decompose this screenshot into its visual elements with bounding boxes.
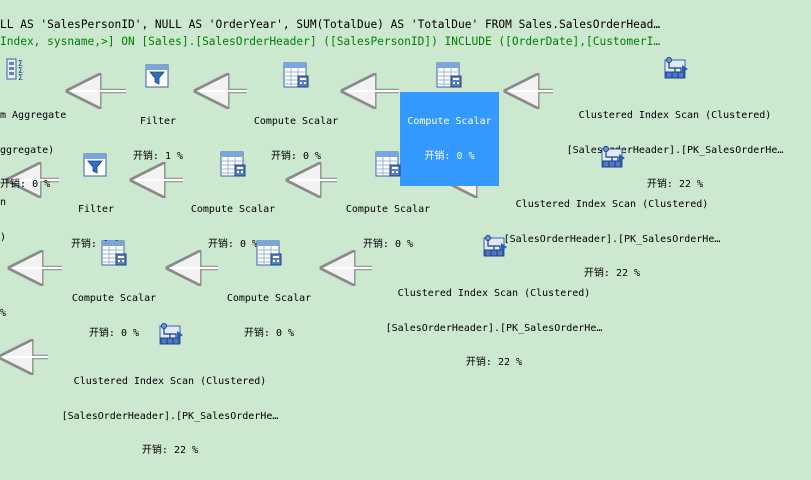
clustered-index-scan-icon xyxy=(483,235,507,257)
operator-name: Clustered Index Scan (Clustered) xyxy=(73,376,267,387)
filter-icon xyxy=(145,64,169,88)
cost-value: 0 % xyxy=(240,238,259,250)
operator-object: [SalesOrderHeader].[PK_SalesOrderHe… xyxy=(61,410,279,422)
missing-index-hint[interactable]: Index, sysname,>] ON [Sales].[SalesOrder… xyxy=(0,35,661,48)
clustered-index-scan-icon xyxy=(664,57,688,79)
operator-name: Compute Scalar xyxy=(71,293,157,304)
cost-value: 0 % xyxy=(456,150,475,162)
operator-subname: ggregate) xyxy=(0,144,55,156)
operator-name: Compute Scalar xyxy=(345,204,431,215)
cost-label: 开销: xyxy=(362,238,389,250)
cost-label: 开销: xyxy=(583,268,610,279)
cost-value: 0 % xyxy=(395,238,414,250)
operator-name: m Aggregate xyxy=(0,110,67,121)
operator-subname: ) xyxy=(0,231,7,243)
operator-name: Clustered Index Scan (Clustered) xyxy=(515,199,709,210)
cost-value: 0 % xyxy=(276,327,295,339)
cost-value: 22 % xyxy=(678,179,704,190)
svg-text:Σ: Σ xyxy=(18,66,23,75)
operator-name: Clustered Index Scan (Clustered) xyxy=(397,288,591,299)
cost-value: 0 % xyxy=(121,327,140,339)
cost-label: 开销: xyxy=(424,150,451,162)
cost-value: 22 % xyxy=(615,268,641,279)
operator-name: n xyxy=(0,197,7,208)
compute-scalar-icon xyxy=(436,62,462,88)
compute-scalar-icon xyxy=(101,240,127,266)
stream-aggregate-icon: Σ Σ Σ xyxy=(6,58,23,82)
operator-name: Clustered Index Scan (Clustered) xyxy=(578,110,772,121)
operator-name: Compute Scalar xyxy=(253,116,339,127)
cost-value: 0 % xyxy=(32,179,51,190)
query-statement[interactable]: LL AS 'SalesPersonID', NULL AS 'OrderYea… xyxy=(0,18,661,31)
cost-label: 开销: xyxy=(88,327,115,339)
compute-scalar-icon xyxy=(283,62,309,88)
operator-name: Compute Scalar xyxy=(407,116,492,127)
clustered-index-scan-icon xyxy=(159,323,183,345)
operator-name: Filter xyxy=(77,204,115,215)
cost-label: 开销: xyxy=(0,179,27,190)
cost-value: 22 % xyxy=(497,357,523,368)
cost-value: 0 % xyxy=(303,150,322,162)
cost-label: 开销: xyxy=(243,327,270,339)
svg-text:Σ: Σ xyxy=(18,59,23,68)
cost-label: 开销: xyxy=(270,150,297,162)
cost-label: 开销: xyxy=(70,238,97,250)
operator-object: [SalesOrderHeader].[PK_SalesOrderHe… xyxy=(503,233,721,245)
operator-name: Compute Scalar xyxy=(190,204,276,215)
cost-value: 22 % xyxy=(173,445,199,456)
cost-value: 1 % xyxy=(165,150,184,162)
operator-name: Filter xyxy=(139,116,177,127)
filter-icon xyxy=(83,153,107,177)
cost-label: 开销: xyxy=(465,357,492,368)
compute-scalar-icon xyxy=(220,151,246,177)
operator-name: Compute Scalar xyxy=(226,293,312,304)
operator-object: [SalesOrderHeader].[PK_SalesOrderHe… xyxy=(385,322,603,334)
plan-connectors xyxy=(0,0,553,432)
cost-label: 开销: xyxy=(207,238,234,250)
cost-label: 开销: xyxy=(141,445,168,456)
clustered-index-scan-icon xyxy=(601,146,625,168)
cost-label: 开销: xyxy=(646,179,673,190)
cost-label: 开销: xyxy=(132,150,159,162)
svg-text:Σ: Σ xyxy=(18,73,23,82)
operator-object: [SalesOrderHeader].[PK_SalesOrderHe… xyxy=(566,144,784,156)
compute-scalar-icon xyxy=(256,240,282,266)
cost-value: % xyxy=(0,308,7,319)
compute-scalar-icon xyxy=(375,151,401,177)
